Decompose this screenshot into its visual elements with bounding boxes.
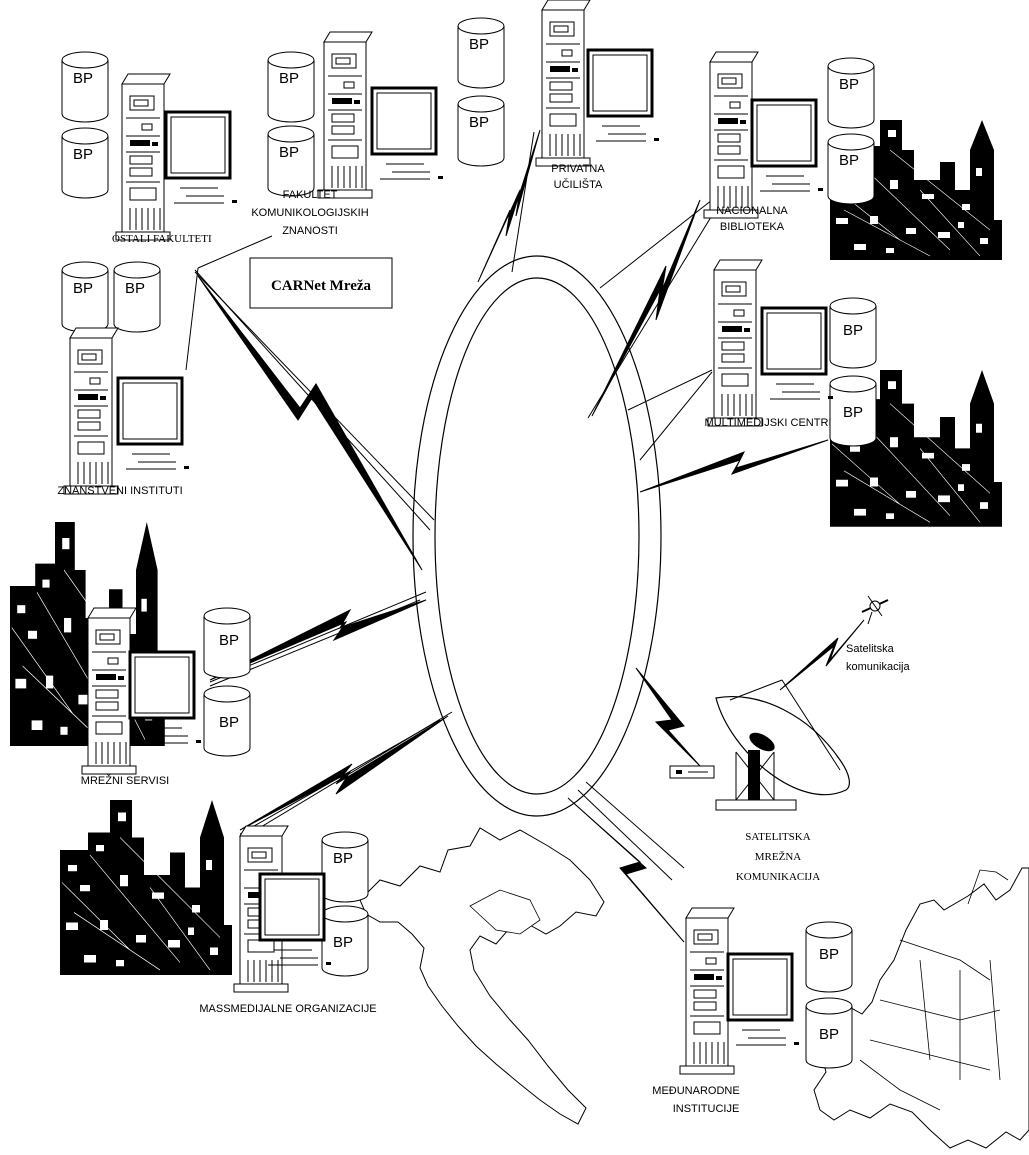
svg-text:BP: BP [819, 1026, 839, 1043]
label-nacionalna-line2: BIBLIOTEKA [720, 221, 785, 233]
node-mrezni-servisi: BP BP MREŽNI SERVISI [81, 607, 251, 787]
database-icon: BP [805, 921, 853, 993]
label-znanstveni: ZNANSTVENI INSTITUTI [57, 485, 182, 497]
monitor-icon [726, 952, 801, 1047]
svg-text:BP: BP [219, 714, 239, 731]
database-icon: BP [321, 831, 369, 903]
node-znanstveni-instituti: BP BP ZNANSTVENI INSTITUTI [57, 261, 191, 497]
database-icon: BP [61, 51, 109, 123]
monitor-icon [760, 306, 835, 401]
label-satelitska-line1: SATELITSKA [745, 831, 810, 843]
database-icon: BP [203, 607, 251, 679]
svg-text:BP: BP [469, 36, 489, 53]
database-icon: BP [805, 997, 853, 1069]
label-nacionalna-line1: NACIONALNA [716, 205, 788, 217]
label-medunarodne-line2: INSTITUCIJE [673, 1103, 740, 1115]
label-medunarodne-line1: MEĐUNARODNE [652, 1085, 739, 1097]
monitor-icon [164, 110, 239, 205]
svg-text:BP: BP [333, 850, 353, 867]
satellite-icon [861, 595, 889, 625]
svg-text:BP: BP [279, 144, 299, 161]
server-tower-icon [679, 907, 735, 1075]
server-tower-icon [63, 327, 119, 495]
server-tower-icon [703, 51, 759, 219]
svg-text:BP: BP [73, 280, 93, 297]
label-fakultet-line2: KOMUNIKOLOGIJSKIH [251, 207, 368, 219]
database-icon: BP [321, 905, 369, 977]
monitor-icon [586, 48, 661, 143]
svg-text:BP: BP [843, 404, 863, 421]
node-medunarodne-institucije: BP BP MEĐUNARODNE INSTITUCIJE [652, 907, 853, 1115]
node-ostali-fakulteti: BP BP OSTALI FAKULTETI [61, 51, 239, 245]
server-tower-icon [81, 607, 137, 775]
carnet-label-box: CARNet Mreža [249, 257, 393, 309]
svg-text:BP: BP [469, 114, 489, 131]
satellite-dish-icon [715, 679, 850, 811]
label-sat-kom-line2: komunikacija [846, 661, 910, 673]
label-fakultet-line3: ZNANOSTI [282, 225, 338, 237]
monitor-icon [750, 98, 825, 193]
database-icon: BP [829, 375, 877, 447]
connection-lines [185, 131, 731, 881]
database-icon: BP [203, 685, 251, 757]
database-icon: BP [457, 95, 505, 167]
carnet-title: CARNet Mreža [271, 278, 372, 294]
label-satelitska-line3: KOMUNIKACIJA [736, 871, 820, 883]
monitor-icon [116, 376, 191, 471]
modem-icon [669, 765, 715, 779]
database-icon: BP [267, 51, 315, 123]
label-privatna-line2: UČILIŠTA [554, 178, 603, 191]
svg-text:BP: BP [73, 70, 93, 87]
database-icon: BP [61, 127, 109, 199]
svg-text:BP: BP [73, 146, 93, 163]
svg-text:BP: BP [125, 280, 145, 297]
label-ostali-fakulteti: OSTALI FAKULTETI [112, 233, 212, 245]
label-massmedijalne: MASSMEDIJALNE ORGANIZACIJE [199, 1003, 376, 1015]
croatia-map-icon [359, 827, 605, 1125]
database-icon: BP [267, 125, 315, 197]
database-icon: BP [829, 297, 877, 369]
database-icon: BP [61, 261, 109, 333]
svg-text:BP: BP [333, 934, 353, 951]
label-multimedijski: MULTIMEDIJSKI CENTRI [705, 417, 832, 429]
svg-text:BP: BP [843, 322, 863, 339]
carnet-ring [412, 255, 662, 817]
wireless-links [197, 129, 865, 943]
svg-text:BP: BP [279, 70, 299, 87]
svg-text:BP: BP [819, 946, 839, 963]
server-tower-icon [707, 259, 763, 427]
database-icon: BP [827, 133, 875, 205]
node-massmedijalne-organizacije: BP BP MASSMEDIJALNE ORGANIZACIJE [199, 825, 377, 1015]
database-icon: BP [113, 261, 161, 333]
svg-text:BP: BP [839, 152, 859, 169]
svg-text:BP: BP [219, 632, 239, 649]
node-nacionalna-biblioteka: BP BP NACIONALNA BIBLIOTEKA [703, 51, 875, 233]
svg-text:BP: BP [839, 76, 859, 93]
server-tower-icon [317, 31, 373, 199]
label-sat-kom-line1: Satelitska [846, 643, 895, 655]
node-fakultet-komunikologijskih: BP BP FAKULTET KOMUNIKOLOGIJSKIH ZNANOST… [251, 31, 445, 237]
label-privatna-line1: PRIVATNA [551, 163, 605, 175]
city-massmedijalne [59, 799, 233, 976]
label-satelitska-line2: MREŽNA [755, 851, 802, 863]
server-tower-icon [115, 73, 171, 241]
database-icon: BP [827, 57, 875, 129]
database-icon: BP [457, 17, 505, 89]
node-privatna-ucilista: BP BP PRIVATNA UČILIŠTA [457, 0, 661, 191]
server-tower-icon [535, 0, 591, 167]
label-mrezni-servisi: MREŽNI SERVISI [81, 774, 169, 787]
europe-map-icon [813, 867, 1029, 1149]
monitor-icon [370, 86, 445, 181]
node-multimedijski-centri: BP BP MULTIMEDIJSKI CENTRI [705, 259, 877, 447]
label-fakultet-line1: FAKULTET [283, 189, 338, 201]
